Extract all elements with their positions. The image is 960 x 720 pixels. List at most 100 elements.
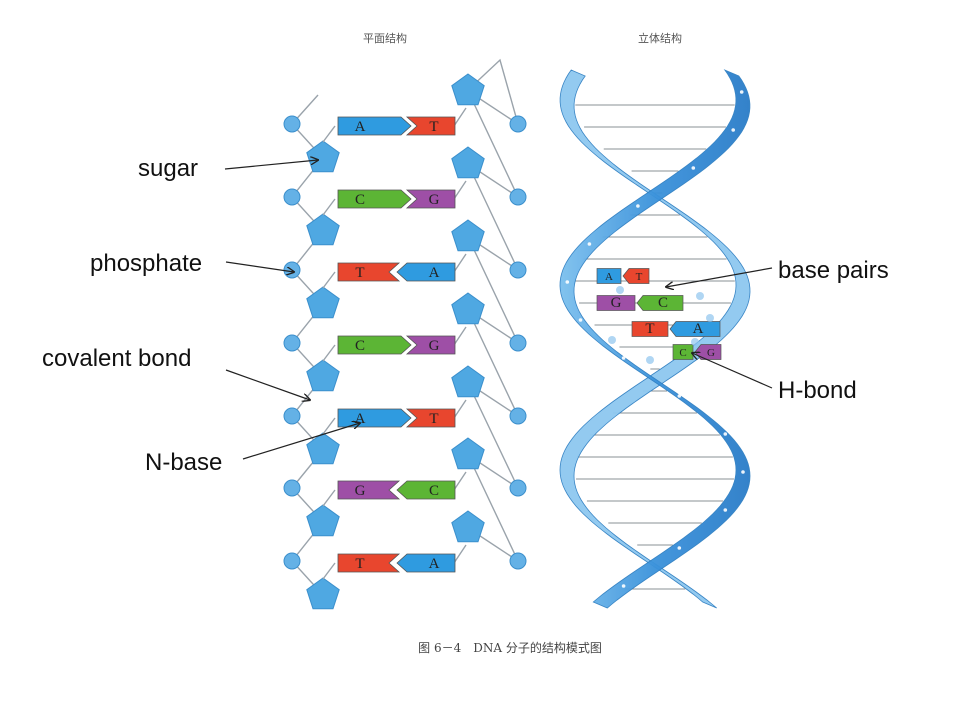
helix-highlight [677,394,682,398]
base-block-right [396,553,456,573]
base-letter-right: T [429,119,438,135]
label-h-bond: H-bond [778,377,857,404]
phosphate-right [509,261,527,279]
figure-caption: 图 6－4 DNA 分子的结构模式图 [418,640,602,655]
base-letter-left: A [355,119,366,135]
helix-highlight [677,546,682,550]
helix-highlight [636,204,640,208]
sugar-pentagon-right [451,73,485,106]
helix-back-strand [559,69,751,609]
helix-letter-left: A [605,271,613,283]
base-letter-left: T [355,556,364,572]
helix-base-right [669,321,721,337]
label-covalent-bond: covalent bond [42,345,191,372]
base-letter-right: A [429,265,440,281]
arrow-sugar [224,160,318,170]
helix-letter-left: G [611,295,622,311]
base-letter-right: A [429,556,440,572]
sugar-pentagon-right [451,510,485,543]
sugar-pentagon-left [306,504,340,537]
base-letter-right: T [429,411,438,427]
ladder-backbone [283,58,527,610]
phosphate-left [283,188,301,206]
helix-bond-dot [706,314,714,322]
phosphate-right [509,188,527,206]
helix-highlight [723,508,728,512]
glycosidic-link-left [322,271,336,289]
sugar-pentagon-right [451,146,485,179]
base-block-left [337,408,412,428]
right-backbone-line [466,58,520,563]
base-block-left [337,262,401,282]
arrow-base-pairs [666,267,773,287]
phosphate-left [283,407,301,425]
sugar-pentagon-right [451,292,485,325]
glycosidic-link-left [322,198,336,216]
helix-letter-left: C [679,347,686,359]
base-block-right [405,335,456,355]
helix-bond-dot [646,356,654,364]
base-letter-left: C [355,338,365,354]
phosphate-left [283,479,301,497]
base-block-left [337,189,412,209]
phosphate-left [283,115,301,133]
helix-highlight [565,280,570,284]
glycosidic-link-right [453,544,467,564]
base-block-right [405,189,456,209]
label-phosphate: phosphate [90,250,202,277]
base-block-left [337,480,401,500]
phosphate-right [509,479,527,497]
label-base-pairs: base pairs [778,257,889,284]
label-sugar: sugar [138,155,198,182]
glycosidic-link-right [453,326,467,346]
base-block-left [337,553,401,573]
phosphate-right [509,334,527,352]
sugar-pentagon-left [306,286,340,319]
base-letter-left: C [355,192,365,208]
phosphate-right [509,115,527,133]
base-block-left [337,116,412,136]
helix-strand-back [559,69,751,609]
helix-letter-right: T [636,271,643,283]
sugar-pentagon-right [451,365,485,398]
spatial-structure-header: 立体结构 [638,31,682,45]
sugar-pentagon-left [306,432,340,465]
helix-highlight [739,90,744,94]
helix-highlight [723,432,728,436]
helix-highlight [741,470,745,474]
glycosidic-link-right [453,107,467,127]
sugar-pentagon-right [451,219,485,252]
helix-highlight [578,318,583,322]
glycosidic-link-right [453,471,467,491]
glycosidic-link-left [322,489,336,507]
helix-base-right [636,295,684,311]
helix-base-right [622,268,650,284]
arrow-covalent-bond [225,369,310,400]
helix-letter-right: A [693,321,704,337]
phosphate-right [509,407,527,425]
planar-structure-header: 平面结构 [363,31,407,45]
glycosidic-link-left [322,344,336,362]
helix-bond-dot [608,336,616,344]
base-letter-left: G [355,483,366,499]
helix-base-left [631,321,669,337]
base-letter-left: T [355,265,364,281]
base-letter-right: G [429,192,440,208]
phosphate-left [283,552,301,570]
base-block-right [405,408,456,428]
phosphate-right [509,552,527,570]
phosphate-left [283,261,301,279]
